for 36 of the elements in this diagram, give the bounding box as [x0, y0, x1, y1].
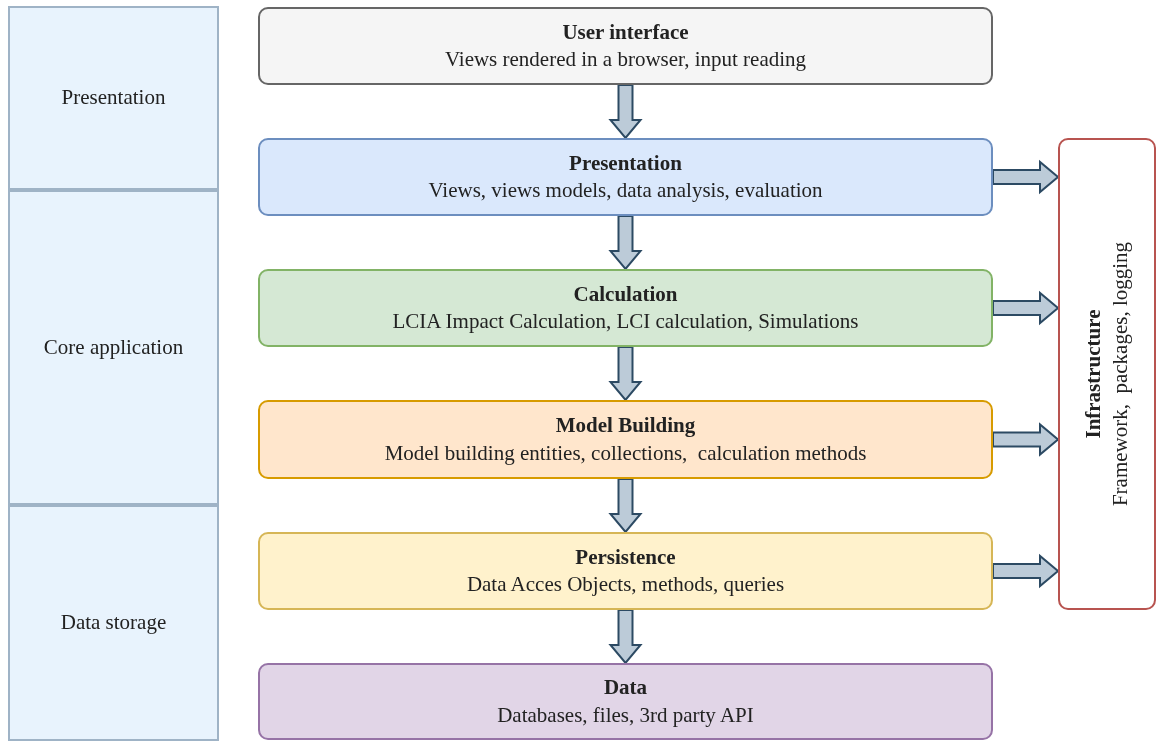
layer-band — [8, 190, 219, 505]
layer-description: Framework, packages, logging — [1107, 241, 1133, 507]
layer-band — [8, 6, 219, 190]
layer-description: Views, views models, data analysis, evaluation — [428, 177, 823, 204]
layer-box — [258, 532, 993, 610]
layer-box — [258, 400, 993, 479]
block-arrow — [992, 422, 1060, 457]
layer-label: Data storage — [60, 609, 167, 637]
layer-description: Databases, files, 3rd party API — [497, 701, 754, 729]
block-arrow — [608, 478, 643, 534]
block-arrow — [608, 215, 643, 271]
block-arrow — [608, 346, 643, 402]
layer-label: Presentation — [61, 84, 166, 112]
block-arrow — [992, 553, 1060, 589]
layer-box — [258, 269, 993, 347]
layer-box — [258, 138, 993, 216]
layer-title: Calculation — [573, 280, 678, 308]
layer-title: Infrastructure — [1079, 309, 1106, 439]
layer-title: Presentation — [569, 149, 682, 177]
layer-title: Data — [603, 674, 648, 702]
layer-title: Persistence — [575, 543, 676, 571]
layer-description: Views rendered in a browser, input reading — [444, 46, 807, 73]
layer-box — [258, 7, 993, 85]
layer-box — [258, 663, 993, 740]
layer-title: User interface — [562, 18, 689, 46]
infrastructure-panel — [1058, 138, 1156, 610]
block-arrow — [992, 159, 1060, 195]
layer-description: Model building entities, collections, calculation methods — [384, 439, 867, 467]
layer-band — [8, 505, 219, 741]
layer-description: LCIA Impact Calculation, LCI calculation, Simulations — [392, 308, 859, 335]
block-arrow — [608, 609, 643, 665]
layer-label: Core application — [43, 333, 184, 361]
layer-title: Model Building — [555, 412, 696, 440]
layer-description: Data Acces Objects, methods, queries — [466, 571, 785, 598]
block-arrow — [608, 84, 643, 140]
block-arrow — [992, 290, 1060, 326]
